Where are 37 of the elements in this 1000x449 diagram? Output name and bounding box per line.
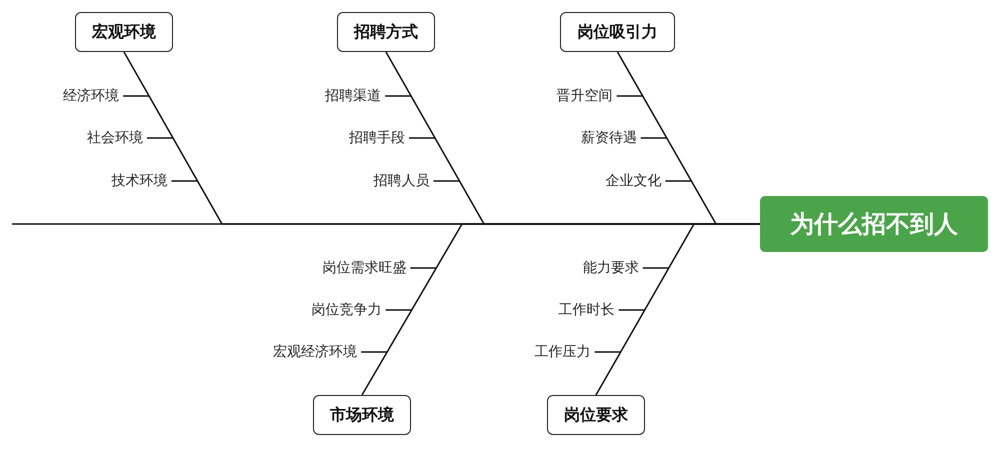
cause-label: 工作时长 bbox=[558, 301, 615, 319]
cause-label: 宏观经济环境 bbox=[273, 343, 358, 361]
tick-line bbox=[665, 180, 692, 182]
tick-line bbox=[434, 180, 460, 182]
category-box: 招聘方式 bbox=[337, 12, 435, 52]
tick-line bbox=[640, 137, 667, 139]
category-box: 宏观环境 bbox=[75, 12, 173, 52]
tick-line bbox=[618, 309, 645, 311]
tick-line bbox=[147, 137, 173, 139]
cause-label: 招聘手段 bbox=[349, 129, 405, 147]
tick-line bbox=[616, 95, 643, 97]
tick-line bbox=[385, 95, 412, 97]
category-box: 岗位要求 bbox=[547, 395, 645, 435]
tick-line bbox=[410, 267, 436, 269]
tick-line bbox=[123, 95, 150, 97]
cause-label: 企业文化 bbox=[605, 172, 662, 190]
tick-line bbox=[409, 137, 435, 139]
tick-line bbox=[172, 180, 198, 182]
cause-label: 岗位竞争力 bbox=[312, 301, 382, 319]
cause-label: 晋升空间 bbox=[556, 87, 613, 105]
tick-line bbox=[386, 309, 412, 311]
cause-label: 岗位需求旺盛 bbox=[322, 259, 406, 277]
cause-label: 招聘渠道 bbox=[325, 87, 382, 105]
cause-label: 社会环境 bbox=[87, 129, 143, 147]
tick-line bbox=[642, 267, 669, 269]
category-box: 市场环境 bbox=[313, 395, 411, 435]
cause-label: 工作压力 bbox=[534, 343, 591, 361]
bone-line bbox=[595, 223, 760, 396]
tick-line bbox=[361, 351, 388, 353]
cause-label: 薪资待遇 bbox=[580, 129, 637, 147]
cause-label: 招聘人员 bbox=[374, 172, 430, 190]
category-box: 岗位吸引力 bbox=[560, 12, 675, 52]
tick-line bbox=[594, 351, 621, 353]
cause-label: 经济环境 bbox=[63, 87, 120, 105]
cause-label: 能力要求 bbox=[582, 259, 639, 277]
cause-label: 技术环境 bbox=[112, 172, 168, 190]
problem-box: 为什么招不到人 bbox=[760, 196, 988, 252]
